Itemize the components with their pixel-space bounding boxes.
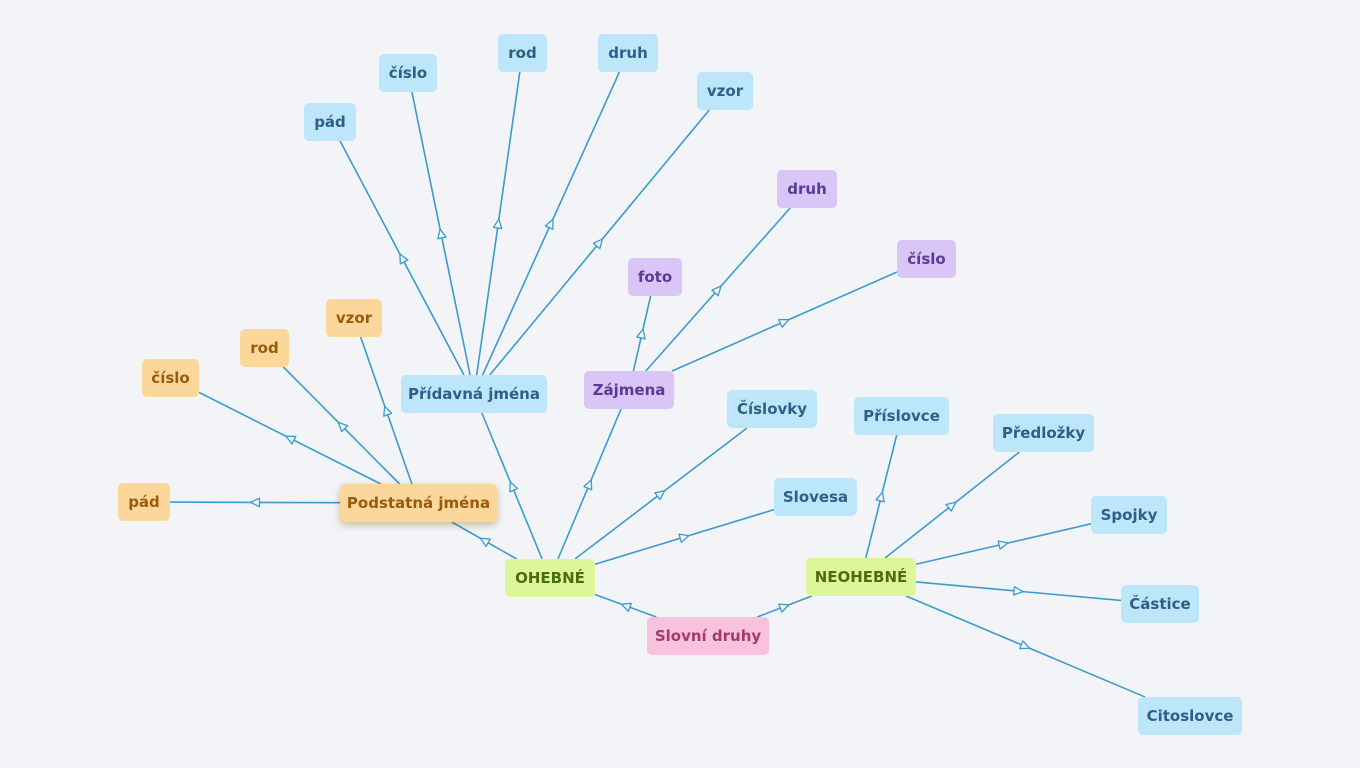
edge-arrow-icon: [544, 218, 554, 230]
node-castice[interactable]: Částice: [1121, 585, 1199, 623]
edge-arrow-icon: [337, 421, 349, 433]
node-adj-vzor[interactable]: vzor: [697, 72, 753, 110]
edge-arrow-icon: [492, 218, 503, 230]
edge-arrow-icon: [997, 540, 1009, 550]
node-zaj-druh[interactable]: druh: [777, 170, 837, 208]
node-zaj-foto[interactable]: foto: [628, 258, 682, 296]
node-pj-vzor[interactable]: vzor: [326, 299, 382, 337]
edge-arrow-icon: [592, 238, 604, 250]
edge-arrow-icon: [945, 501, 957, 512]
node-slovni-druhy[interactable]: Slovní druhy: [647, 617, 769, 655]
node-adj-druh[interactable]: druh: [598, 34, 658, 72]
edge-arrow-icon: [875, 491, 885, 503]
node-ohebne[interactable]: OHEBNÉ: [505, 559, 595, 597]
edge-arrow-icon: [778, 318, 790, 328]
node-cislovky[interactable]: Číslovky: [727, 390, 817, 428]
edge-arrow-icon: [654, 490, 666, 501]
node-spojky[interactable]: Spojky: [1091, 496, 1167, 534]
edge-arrow-icon: [285, 435, 297, 445]
node-adj-cislo[interactable]: číslo: [379, 54, 437, 92]
edge-arrow-icon: [620, 602, 632, 612]
edge-arrow-icon: [479, 537, 491, 548]
node-prislovce[interactable]: Příslovce: [854, 397, 949, 435]
edge-arrow-icon: [711, 285, 722, 297]
node-citoslovce[interactable]: Citoslovce: [1138, 697, 1242, 735]
edge-arrow-icon: [678, 533, 690, 543]
node-zaj-cislo[interactable]: číslo: [897, 240, 956, 278]
edge-arrow-icon: [249, 497, 261, 508]
node-zajmena[interactable]: Zájmena: [584, 371, 674, 409]
node-neohebne[interactable]: NEOHEBNÉ: [806, 558, 916, 596]
node-pridavna-jmena[interactable]: Přídavná jména: [401, 375, 547, 413]
edge-arrow-icon: [383, 405, 393, 417]
edge-arrow-icon: [437, 228, 447, 240]
node-slovesa[interactable]: Slovesa: [774, 478, 857, 516]
edge-arrow-icon: [1019, 640, 1031, 650]
edge-arrow-icon: [1012, 585, 1024, 596]
node-podstatna-jmena[interactable]: Podstatná jména: [340, 484, 497, 522]
edge-arrow-icon: [583, 479, 593, 491]
edge-arrow-icon: [636, 328, 646, 340]
node-adj-rod[interactable]: rod: [498, 34, 547, 72]
node-pj-rod[interactable]: rod: [240, 329, 289, 367]
node-predlozky[interactable]: Předložky: [993, 414, 1094, 452]
node-pj-cislo[interactable]: číslo: [142, 359, 199, 397]
edge-arrow-icon: [509, 481, 519, 493]
edge-arrow-icon: [778, 603, 790, 613]
node-adj-pad[interactable]: pád: [304, 103, 356, 141]
edge-arrow-icon: [399, 253, 409, 265]
node-pj-pad[interactable]: pád: [118, 483, 170, 521]
